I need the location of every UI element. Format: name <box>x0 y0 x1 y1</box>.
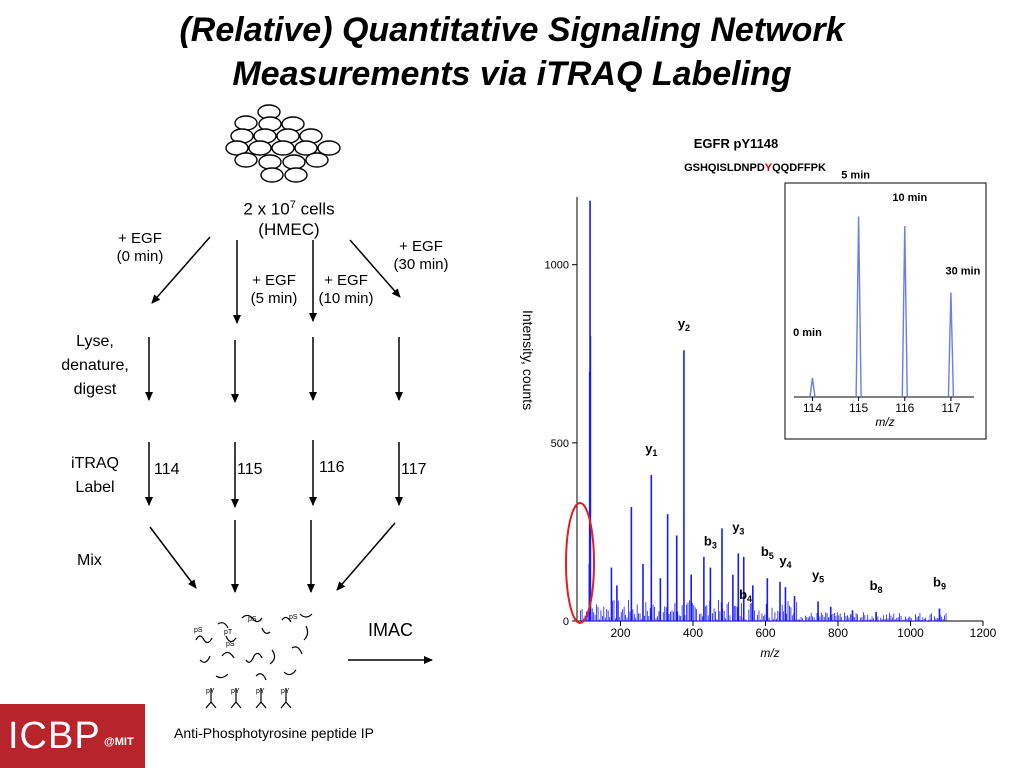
y-tick-label-0: 0 <box>563 616 569 628</box>
ion-label-y2: y2 <box>678 316 690 333</box>
spectrum-chart-main: EGFR pY1148 GSHQISLDNPDYQQDFFPK 200 400 60… <box>520 136 997 660</box>
ion-label-b4: b4 <box>739 587 752 604</box>
x-tick-label-5: 1200 <box>970 626 997 640</box>
mark-py-2: pY <box>231 688 240 695</box>
title-line-2: Measurements via iTRAQ Labeling <box>232 55 792 93</box>
inset-x-tick-label-3: 117 <box>941 401 960 415</box>
x-tick-label-3: 800 <box>828 626 848 640</box>
ion-label-b9: b9 <box>933 575 946 592</box>
mark-pt: pT <box>224 629 233 636</box>
label-117: 117 <box>401 461 427 478</box>
imac-label: IMAC <box>368 620 413 640</box>
ion-label-y4: y4 <box>779 553 791 570</box>
mark-ps-3: pS <box>248 616 257 623</box>
ion-subscript: 4 <box>747 594 752 604</box>
ion-label-y5: y5 <box>812 567 824 584</box>
peptide-sequence: GSHQISLDNPDYQQDFFPK <box>684 162 826 174</box>
ion-label-b5: b5 <box>761 544 774 561</box>
mark-py-3: pY <box>256 688 265 695</box>
x-axis-label: m/z <box>760 646 779 660</box>
title-line-1: (Relative) Quantitative Signaling Networ… <box>179 11 845 49</box>
inset-peak-label-2: 10 min <box>892 192 927 204</box>
inset-peak-label-1: 5 min <box>841 170 870 182</box>
spectrum-chart-inset: 114 115 116 117 0 min 5 min 10 min 30 min m/z <box>784 170 987 440</box>
mark-py-1: pY <box>206 688 215 695</box>
ion-label-y3: y3 <box>732 519 744 536</box>
label-116: 116 <box>319 459 345 476</box>
ion-subscript: 2 <box>685 323 690 333</box>
cells-label: 2 x 107 cells (HMEC) <box>214 195 364 240</box>
reporter-region-highlight <box>565 502 595 624</box>
cells-unit: cells <box>295 199 335 219</box>
ion-subscript: 5 <box>769 551 774 561</box>
ion-subscript: 1 <box>652 448 657 458</box>
x-tick-label-2: 600 <box>755 626 775 640</box>
peptide-marks: pS pT pS pS pS pY pY pY pY <box>194 614 298 695</box>
inset-frame <box>784 182 987 440</box>
label-114: 114 <box>154 461 180 478</box>
label-115: 115 <box>237 461 263 478</box>
cells-exponent: 7 <box>289 199 296 211</box>
y-axis-label: Intensity, counts <box>520 310 536 410</box>
step-lyse-label: Lyse, denature, digest <box>61 333 129 398</box>
ion-subscript: 5 <box>819 574 824 584</box>
ion-subscript: 3 <box>712 541 717 551</box>
inset-x-axis-label: m/z <box>875 415 894 429</box>
x-tick-label-4: 1000 <box>897 626 924 640</box>
icbp-logo: ICBP @MIT <box>0 704 145 768</box>
ip-caption: Anti-Phosphotyrosine peptide IP <box>174 725 375 741</box>
mark-ps-1: pS <box>194 627 203 634</box>
slide-title: (Relative) Quantitative Signaling Networ… <box>0 8 1024 96</box>
mark-ps-4: pS <box>289 614 298 621</box>
y-tick-label-1: 500 <box>551 438 569 450</box>
ion-label-b3: b3 <box>704 534 717 551</box>
cells-count: 2 x 10 <box>243 199 290 219</box>
inset-peak-label-0: 0 min <box>793 327 822 339</box>
workflow-arrows <box>145 236 433 664</box>
treatment-5min: + EGF (5 min) <box>250 272 298 307</box>
spectrum-title: EGFR pY1148 <box>694 136 779 151</box>
logo-subtext: @MIT <box>104 736 134 748</box>
step-mix-label: Mix <box>77 552 102 569</box>
x-tick-label-0: 200 <box>610 626 630 640</box>
inset-peak-2 <box>901 225 908 398</box>
arrow-branch-0min <box>151 236 211 304</box>
inset-x-tick-label-2: 116 <box>895 401 914 415</box>
ion-subscript: 8 <box>878 585 883 595</box>
x-tick-label-1: 400 <box>683 626 703 640</box>
ion-subscript: 9 <box>941 582 946 592</box>
y-tick-label-2: 1000 <box>545 260 569 272</box>
ion-subscript: 4 <box>787 560 792 570</box>
mark-py-4: pY <box>281 688 290 695</box>
mark-ps-2: pS <box>226 641 235 648</box>
logo-text: ICBP <box>8 715 101 757</box>
inset-x-tick-label-1: 115 <box>849 401 868 415</box>
arrow-mix-4 <box>336 522 396 591</box>
arrow-branch-30min <box>349 239 401 298</box>
inset-x-tick-label-0: 114 <box>803 401 822 415</box>
cells-type: (HMEC) <box>258 219 320 239</box>
inset-peak-0 <box>809 377 816 398</box>
antibody-icons <box>205 688 292 709</box>
ion-subscript: 3 <box>739 526 744 536</box>
peptide-mixture-icon <box>195 613 313 681</box>
arrow-mix-1 <box>149 526 197 589</box>
ion-label-b8: b8 <box>870 578 883 595</box>
ion-label-y1: y1 <box>645 441 657 458</box>
treatment-0min: + EGF (0 min) <box>116 230 164 265</box>
treatment-30min: + EGF (30 min) <box>393 238 449 273</box>
inset-peak-label-3: 30 min <box>945 266 980 278</box>
treatment-10min: + EGF (10 min) <box>318 272 374 307</box>
inset-peak-1 <box>855 216 862 398</box>
inset-peak-3 <box>947 292 955 398</box>
cell-cluster-icon <box>225 104 341 183</box>
step-itraq-label: iTRAQ Label <box>71 455 119 496</box>
